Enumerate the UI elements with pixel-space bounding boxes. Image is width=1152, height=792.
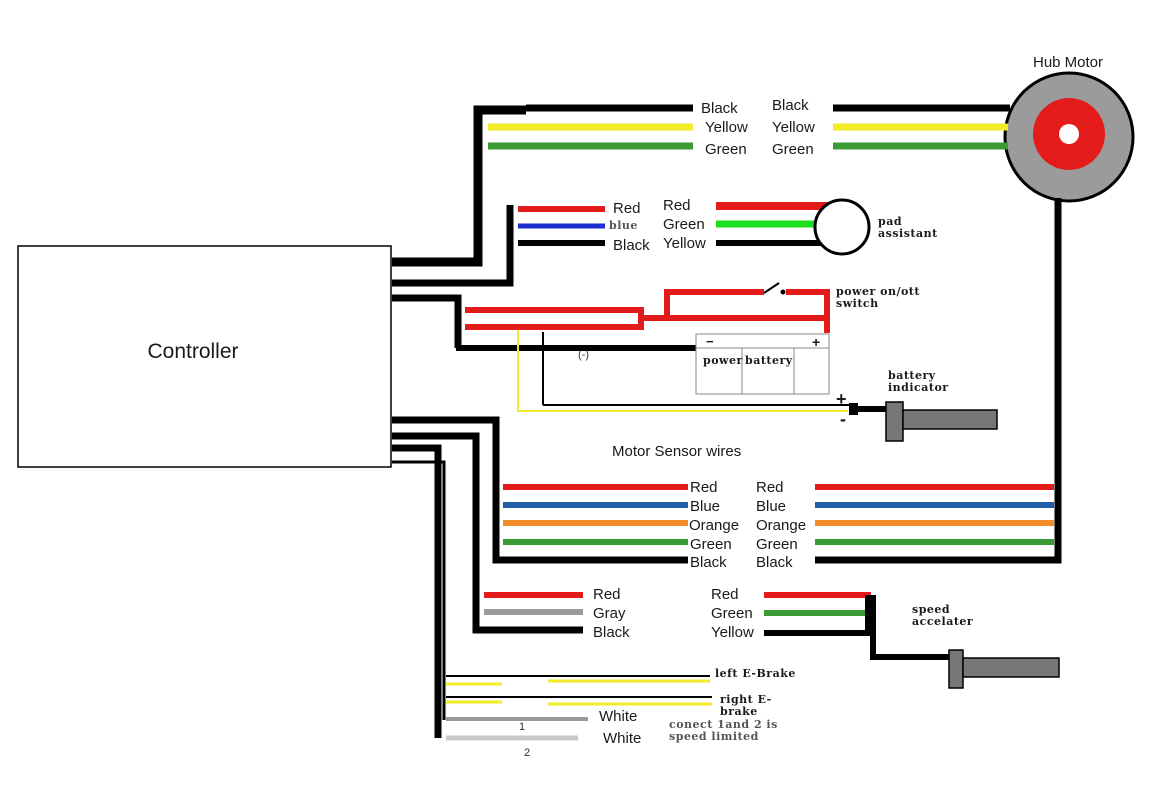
- battery-minus-terminal: −: [706, 334, 714, 349]
- battery-plus-terminal: +: [812, 334, 820, 350]
- right-brake-label-1: right E-: [720, 693, 772, 706]
- throttle-label-right-red: Red: [711, 586, 739, 603]
- pad-assistant-label-2: assistant: [878, 227, 938, 240]
- battery-indicator: battery indicator + -: [836, 369, 998, 442]
- sensor-label-left-blue: Blue: [690, 498, 720, 515]
- sensor-title: Motor Sensor wires: [612, 443, 741, 460]
- switch-red-right: [786, 289, 830, 318]
- battery-indicator-label-2: indicator: [888, 381, 949, 394]
- switch-label-1: power on/ott: [836, 285, 920, 298]
- limit-label-white-2: White: [603, 730, 641, 747]
- throttle-label-left-gray: Gray: [593, 605, 626, 622]
- sensor-label-left-green: Green: [690, 536, 732, 553]
- indicator-minus: -: [840, 409, 846, 429]
- brake-trunk-wire: [392, 444, 442, 738]
- sensor-black-return: [815, 198, 1062, 564]
- throttle-handle-wire: [870, 595, 951, 660]
- switch-lever: [763, 282, 780, 294]
- throttle-label-right-yellow: Yellow: [711, 624, 754, 641]
- motor-sensor-wires: Motor Sensor wires Red Blue Orange Green…: [392, 198, 1062, 571]
- throttle-label-left-red: Red: [593, 586, 621, 603]
- throttle-label-2: accelater: [912, 615, 973, 628]
- pad-label-left-blue: blue: [609, 219, 638, 232]
- power-red-loop: [465, 307, 644, 330]
- motor-label-left-yellow: Yellow: [705, 119, 748, 136]
- switch-contact: [780, 289, 786, 295]
- limit-num-1: 1: [519, 721, 525, 733]
- indicator-body: [902, 409, 998, 430]
- switch-red-left: [664, 289, 764, 318]
- controller-box: [17, 245, 392, 468]
- left-brake-label: left E-Brake: [715, 667, 796, 680]
- throttle-trunk-wire: [392, 432, 583, 634]
- battery-word-battery: battery: [745, 354, 793, 367]
- throttle-label-right-green: Green: [711, 605, 753, 622]
- power-circuit: power on/ott switch (-) power battery − …: [392, 282, 920, 412]
- motor-label-right-yellow: Yellow: [772, 119, 815, 136]
- limit-label-white-1: White: [599, 708, 637, 725]
- power-minus-mark: (-): [578, 349, 589, 361]
- sensor-label-right-green: Green: [756, 536, 798, 553]
- motor-phase-wires: Black Yellow Green Black Yellow Green: [392, 97, 1010, 267]
- power-trunk-wire: [392, 294, 462, 348]
- sensor-label-left-red: Red: [690, 479, 718, 496]
- sensor-label-right-orange: Orange: [756, 517, 806, 534]
- pad-label-left-black: Black: [613, 237, 650, 254]
- pad-label-right-green: Green: [663, 216, 705, 233]
- throttle-black-right: [764, 595, 871, 636]
- indicator-grip: [885, 401, 904, 442]
- pad-label-right-red: Red: [663, 197, 691, 214]
- sensor-label-right-blue: Blue: [756, 498, 786, 515]
- motor-trunk-wire: [392, 105, 526, 267]
- hub-motor-label: Hub Motor: [1033, 54, 1103, 71]
- power-red-main: [641, 315, 830, 333]
- sensor-trunk-wire: [392, 416, 688, 564]
- throttle-label-1: speed: [912, 603, 950, 616]
- brakes-and-limit: left E-Brake right E- brake 1 2 White Wh…: [392, 444, 796, 759]
- battery-box: [695, 333, 830, 395]
- battery-word-power: power: [703, 354, 743, 367]
- throttle-grip: [948, 649, 964, 689]
- pad-assistant-label-1: pad: [878, 215, 902, 228]
- battery-indicator-label-1: battery: [888, 369, 936, 382]
- indicator-plus: +: [836, 389, 847, 409]
- sensor-label-left-black: Black: [690, 554, 727, 571]
- limit-num-2: 2: [524, 747, 530, 759]
- indicator-connector: [849, 403, 858, 415]
- motor-label-right-green: Green: [772, 141, 814, 158]
- sensor-label-right-black: Black: [756, 554, 793, 571]
- pad-label-left-red: Red: [613, 200, 641, 217]
- throttle-label-left-black: Black: [593, 624, 630, 641]
- motor-label-right-black: Black: [772, 97, 809, 114]
- hub-motor: Hub Motor: [1003, 54, 1135, 203]
- switch-label-2: switch: [836, 297, 879, 310]
- sensor-label-right-red: Red: [756, 479, 784, 496]
- controller-label: Controller: [147, 340, 238, 363]
- pad-assistant: Red blue Black Red Green Yellow pad assi…: [392, 197, 938, 287]
- throttle: Red Gray Black Red Green Yellow speed ac…: [392, 432, 1060, 689]
- motor-label-left-black: Black: [701, 100, 738, 117]
- sensor-label-left-orange: Orange: [689, 517, 739, 534]
- brake-trunk-wire-2: [392, 460, 446, 720]
- throttle-body: [962, 657, 1060, 678]
- motor-label-left-green: Green: [705, 141, 747, 158]
- right-brake-label-2: brake: [720, 705, 758, 718]
- power-thin-yellow: [517, 330, 848, 412]
- speed-limit-note-2: speed limited: [669, 730, 759, 743]
- pad-trunk-wire: [392, 205, 514, 287]
- pad-sensor-ring: [813, 198, 871, 256]
- hub-motor-axle: [1059, 124, 1079, 144]
- speed-limit-note-1: conect 1and 2 is: [669, 718, 778, 731]
- controller: Controller: [17, 245, 392, 468]
- pad-label-right-yellow: Yellow: [663, 235, 706, 252]
